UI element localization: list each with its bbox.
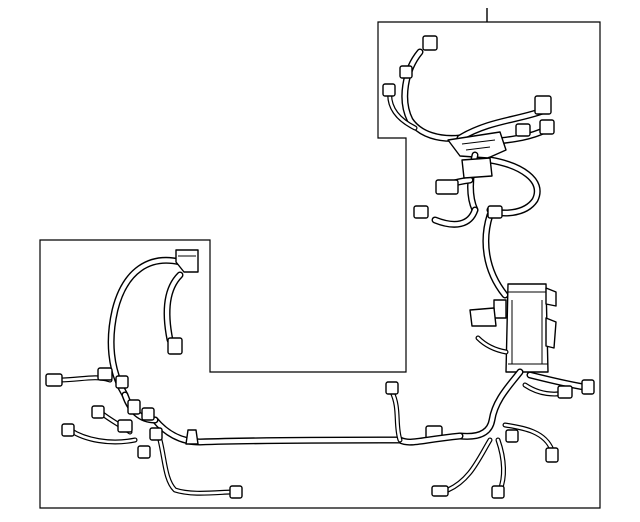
main-horizontal-harness (151, 389, 464, 446)
connector-right-3 (545, 447, 559, 463)
connector-left-5 (229, 485, 243, 499)
connector-trunk-3 (487, 205, 503, 219)
connector-right-1 (581, 379, 595, 395)
outer-frame (39, 21, 601, 509)
connector-upper-6 (515, 123, 531, 137)
grommet-bracket (447, 131, 507, 159)
connector-upper-3 (382, 83, 396, 97)
connector-left-2 (45, 373, 63, 387)
connector-mid-1 (385, 381, 399, 395)
connector-upper-5 (539, 119, 555, 135)
connector-right-7 (505, 429, 519, 443)
right-lower-harness (445, 368, 594, 493)
connector-left-top (175, 249, 199, 273)
left-junction-cluster (97, 367, 163, 459)
connector-left-4 (91, 405, 105, 419)
trunk-clip (461, 157, 493, 179)
connector-upper-4 (534, 95, 552, 115)
connector-upper-1 (422, 35, 438, 51)
connector-upper-2 (399, 65, 413, 79)
clip-mid-1 (185, 429, 199, 445)
connector-left-1 (167, 337, 183, 355)
connector-right-5 (431, 485, 449, 497)
connector-trunk-1 (435, 179, 459, 195)
connector-trunk-2 (413, 205, 429, 219)
fuse-relay-box (469, 283, 557, 373)
connector-right-2 (557, 385, 573, 399)
connector-right-4 (491, 485, 505, 499)
connector-left-3 (61, 423, 75, 437)
